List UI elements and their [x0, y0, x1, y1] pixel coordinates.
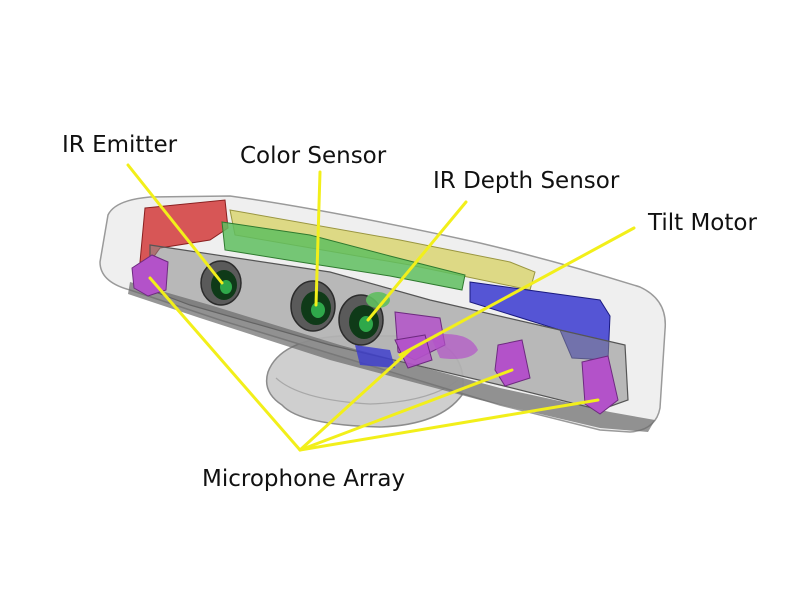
green-component [366, 292, 390, 308]
stand-rim [275, 377, 459, 405]
color-sensor-lens [290, 280, 336, 332]
leader-mic-center-left [298, 348, 412, 452]
leader-ir-emitter [126, 163, 224, 285]
leader-lines [126, 163, 636, 452]
ir-depth-sensor-lens [338, 294, 384, 346]
leader-color-sensor [314, 170, 322, 307]
front-bar [128, 282, 655, 432]
label-ir-depth-sensor: IR Depth Sensor [433, 168, 620, 194]
leader-tilt-motor [398, 226, 636, 357]
microphone-left [131, 254, 169, 297]
leader-mic-left [148, 276, 302, 452]
label-color-sensor: Color Sensor [240, 143, 387, 169]
label-tilt-motor: Tilt Motor [647, 210, 757, 236]
leader-mic-right [298, 398, 600, 452]
label-microphone-array: Microphone Array [202, 466, 405, 492]
leader-mic-center-right [298, 368, 514, 452]
microphone-right [581, 355, 619, 415]
leader-ir-depth-sensor [366, 200, 468, 322]
green-board [221, 221, 466, 291]
label-ir-emitter: IR Emitter [62, 132, 178, 158]
kinect-device [99, 195, 667, 433]
